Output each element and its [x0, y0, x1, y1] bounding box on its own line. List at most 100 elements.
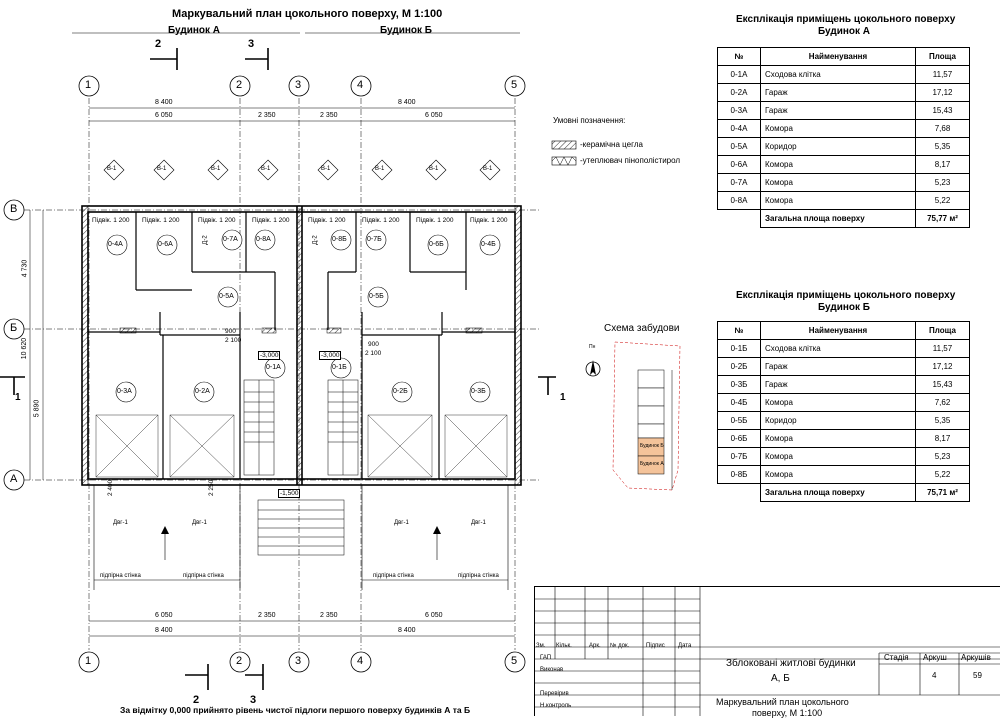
title-block — [534, 586, 1000, 716]
window-mark-3: В-1 — [211, 166, 221, 172]
table-a-title: Експлікація приміщень цокольного поверху — [736, 14, 956, 25]
room-0-5b: 0-5Б — [369, 293, 384, 300]
room-name: Гараж — [760, 375, 916, 394]
sill-label: Підвік. 1 200 — [92, 217, 130, 224]
door-width: 900 — [225, 328, 236, 335]
room-0-7a: 0-7А — [223, 236, 238, 243]
dim-top-2: 2 350 — [258, 112, 276, 119]
tb-sheet-title: Маркувальний план цокольного — [716, 697, 849, 707]
room-number: 0-3Б — [717, 375, 761, 394]
room-0-1b: 0-1Б — [332, 364, 347, 371]
room-0-1a: 0-1А — [266, 364, 281, 371]
room-name: Комора — [760, 155, 916, 174]
dim-bottom-total-a: 8 400 — [155, 627, 173, 634]
tb-stage-label: Стадія — [884, 653, 909, 662]
tb-sheets-count: 59 — [973, 671, 982, 680]
sill-label: Підвік. 1 200 — [142, 217, 180, 224]
window-mark-4: В-1 — [261, 166, 271, 172]
level-mark-b: -3,000 — [319, 351, 342, 360]
axis-a: А — [10, 473, 18, 485]
section-3-top: 3 — [248, 38, 255, 50]
room-0-3b: 0-3Б — [471, 388, 486, 395]
north-label: Пн — [589, 344, 596, 350]
sill-label: Підвік. 1 200 — [470, 217, 508, 224]
room-area: 5,35 — [915, 411, 970, 430]
col-area: Площа — [915, 321, 970, 340]
room-area: 11,57 — [915, 339, 970, 358]
col-area: Площа — [915, 47, 970, 66]
legend-title: Умовні позначення: — [553, 116, 626, 125]
tb-project-2: А, Б — [771, 673, 790, 684]
tb-header-ark: Арк. — [589, 643, 601, 649]
axis-1-bottom: 1 — [85, 655, 92, 667]
room-number: 0-7Б — [717, 447, 761, 466]
dim-left-1: 4 730 — [21, 259, 29, 278]
room-number: 0-6А — [717, 155, 761, 174]
col-number: № — [717, 321, 761, 340]
room-0-4a: 0-4А — [108, 241, 123, 248]
room-number: 0-2А — [717, 83, 761, 102]
axis-1-top: 1 — [85, 79, 92, 91]
door-height: 2 100 — [225, 337, 242, 344]
tb-header-kilk: Кільк. — [556, 643, 572, 649]
legend-insulation: -утеплювач пінополістирол — [580, 156, 681, 165]
pit-label: Двг-1 — [471, 520, 486, 526]
room-name: Комора — [760, 191, 916, 210]
room-0-8b: 0-8Б — [332, 236, 347, 243]
total-empty — [717, 209, 761, 228]
building-b-label: Будинок Б — [380, 25, 432, 36]
room-number: 0-3А — [717, 101, 761, 120]
section-1-left: 1 — [15, 392, 21, 403]
tb-sheets-label: Аркушів — [961, 653, 991, 662]
door-width: 900 — [368, 341, 379, 348]
room-area: 17,12 — [915, 83, 970, 102]
room-name: Сходова клітка — [760, 339, 916, 358]
sill-label: Підвік. 1 200 — [308, 217, 346, 224]
total-label: Загальна площа поверху — [760, 209, 916, 228]
room-number: 0-8Б — [717, 465, 761, 484]
tb-role-gap: ГАП — [540, 655, 552, 661]
tb-header-doc: № док. — [610, 643, 630, 649]
pit-label: Двг-1 — [113, 520, 128, 526]
room-name: Коридор — [760, 137, 916, 156]
dim-bottom-4: 6 050 — [425, 612, 443, 619]
room-number: 0-1А — [717, 65, 761, 84]
tb-project: Зблоковані житлові будинки — [726, 658, 856, 669]
room-name: Гараж — [760, 83, 916, 102]
room-number: 0-2Б — [717, 357, 761, 376]
table-a-building: Будинок А — [818, 26, 871, 37]
window-mark-5: В-1 — [321, 166, 331, 172]
room-number: 0-4Б — [717, 393, 761, 412]
window-mark-7: В-1 — [429, 166, 439, 172]
room-name: Комора — [760, 429, 916, 448]
room-number: 0-8А — [717, 191, 761, 210]
room-number: 0-1Б — [717, 339, 761, 358]
sill-label: Підвік. 1 200 — [362, 217, 400, 224]
table-b-building: Будинок Б — [818, 302, 870, 313]
dim-top-3: 2 350 — [320, 112, 338, 119]
section-2-top: 2 — [155, 38, 162, 50]
room-number: 0-5А — [717, 137, 761, 156]
room-area: 5,23 — [915, 173, 970, 192]
room-0-4b: 0-4Б — [481, 241, 496, 248]
room-area: 7,68 — [915, 119, 970, 138]
dim-bottom-total-b: 8 400 — [398, 627, 416, 634]
room-area: 8,17 — [915, 155, 970, 174]
room-0-8a: 0-8А — [256, 236, 271, 243]
axis-v: В — [10, 203, 18, 215]
level-mark-a: -3,000 — [258, 351, 281, 360]
room-number: 0-6Б — [717, 429, 761, 448]
